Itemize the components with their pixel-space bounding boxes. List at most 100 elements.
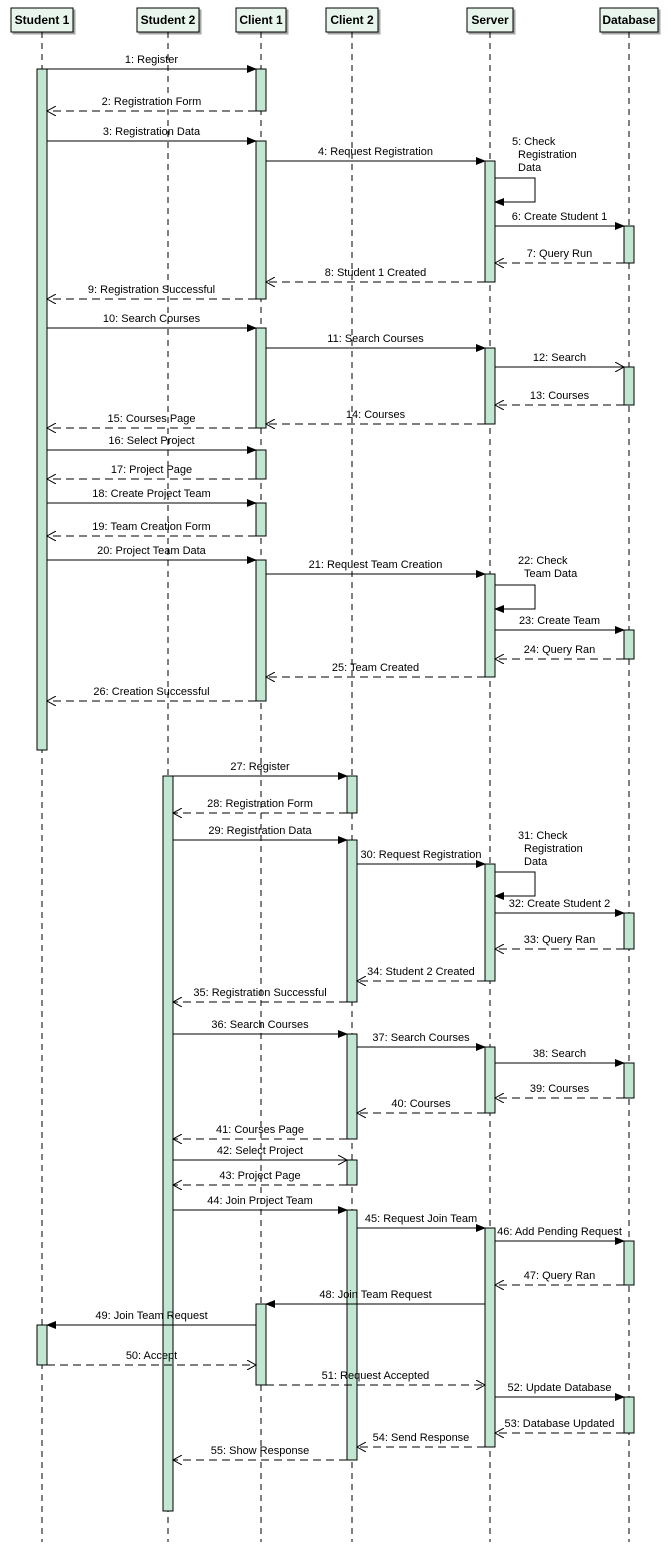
activation-bar-client1-4 [255, 449, 267, 480]
message-45: 45: Request Join Team [357, 1213, 486, 1232]
activation-bar-student1-2 [36, 1324, 48, 1366]
message-29: 29: Registration Data [173, 825, 348, 844]
message-label: 23: Create Team [519, 615, 600, 627]
activation-bar-client1-3 [255, 327, 267, 429]
message-21: 21: Request Team Creation [266, 559, 486, 578]
activation-bar-database-5 [623, 1062, 635, 1099]
message-39: 39: Courses [495, 1083, 624, 1098]
message-48: 48: Join Team Request [265, 1289, 485, 1308]
participant-server[interactable]: Server [466, 7, 514, 33]
message-44: 44: Join Project Team [173, 1195, 348, 1214]
message-33: 33: Query Ran [495, 934, 624, 949]
message-label: 15: Courses Page [107, 413, 195, 425]
message-42: 42: Select Project [173, 1145, 347, 1160]
message-label: 44: Join Project Team [207, 1195, 313, 1207]
message-7: 7: Query Run [495, 248, 624, 263]
participant-client2[interactable]: Client 2 [325, 7, 379, 33]
participant-client1[interactable]: Client 1 [235, 7, 287, 33]
message-label: 54: Send Response [373, 1432, 470, 1444]
message-54: 54: Send Response [357, 1432, 485, 1447]
message-label: 45: Request Join Team [365, 1213, 477, 1225]
message-label: 47: Query Ran [524, 1270, 596, 1282]
participant-box [136, 7, 200, 33]
message-label: 24: Query Ran [524, 644, 596, 656]
activation-bar-database-6 [623, 1240, 635, 1286]
participant-label: Student 2 [141, 13, 196, 27]
message-28: 28: Registration Form [173, 798, 347, 813]
message-label-line: 31: Check [518, 830, 568, 842]
message-label-line: 22: Check [518, 555, 568, 567]
message-label-line: 5: Check [512, 136, 556, 148]
message-label: 33: Query Ran [524, 934, 596, 946]
message-8: 8: Student 1 Created [266, 267, 485, 282]
message-label: 40: Courses [391, 1098, 451, 1110]
message-50: 50: Accept [47, 1350, 256, 1365]
message-label: 41: Courses Page [216, 1124, 304, 1136]
message-2: 2: Registration Form [47, 96, 256, 111]
message-18: 18: Create Project Team [47, 488, 257, 507]
activation-bar-client1-5 [255, 502, 267, 537]
message-25: 25: Team Created [266, 662, 485, 677]
message-label: 1: Register [125, 54, 179, 66]
message-label: 35: Registration Successful [193, 987, 326, 999]
message-label: 43: Project Page [219, 1170, 300, 1182]
message-27: 27: Register [173, 761, 348, 780]
activation-bar-server-2 [484, 347, 496, 425]
activation-bars [36, 68, 635, 1512]
activation-bar-client2-5 [346, 1209, 358, 1461]
message-26: 26: Creation Successful [47, 686, 256, 701]
message-label: 4: Request Registration [318, 146, 433, 158]
message-43: 43: Project Page [173, 1170, 347, 1185]
participant-label: Server [471, 13, 509, 27]
message-53: 53: Database Updated [495, 1418, 624, 1433]
message-label-line: Data [518, 162, 542, 174]
message-4: 4: Request Registration [266, 146, 486, 165]
message-11: 11: Search Courses [266, 333, 486, 352]
message-37: 37: Search Courses [357, 1032, 486, 1051]
message-label: 11: Search Courses [327, 333, 424, 345]
message-label: 49: Join Team Request [95, 1310, 207, 1322]
participant-box [325, 7, 379, 33]
participant-label: Student 1 [15, 13, 70, 27]
participant-student1[interactable]: Student 1 [10, 7, 74, 33]
message-32: 32: Create Student 2 [495, 898, 625, 917]
activation-bar-client1-7 [255, 1303, 267, 1386]
message-3: 3: Registration Data [47, 126, 257, 145]
activation-bar-client2-1 [346, 775, 358, 814]
message-label-line: Data [524, 856, 548, 868]
activation-bar-server-3 [484, 573, 496, 678]
activation-bar-database-1 [623, 225, 635, 264]
activation-bar-client1-6 [255, 559, 267, 702]
message-15: 15: Courses Page [47, 413, 256, 428]
self-call-arrow [494, 584, 536, 613]
participant-database[interactable]: Database [599, 7, 659, 33]
message-label: 14: Courses [346, 409, 406, 421]
message-label: 7: Query Run [527, 248, 592, 260]
participant-student2[interactable]: Student 2 [136, 7, 200, 33]
activation-bar-client1-1 [255, 68, 267, 112]
message-label: 34: Student 2 Created [367, 966, 475, 978]
message-label: 19: Team Creation Form [92, 521, 210, 533]
message-label: 53: Database Updated [504, 1418, 614, 1430]
self-call-arrow [494, 871, 536, 900]
message-label: 16: Select Project [108, 435, 194, 447]
participant-box [466, 7, 514, 33]
message-6: 6: Create Student 1 [495, 211, 625, 230]
message-1: 1: Register [47, 54, 257, 73]
message-label: 17: Project Page [111, 464, 192, 476]
message-label: 32: Create Student 2 [509, 898, 611, 910]
activation-bar-database-7 [623, 1396, 635, 1434]
message-label: 37: Search Courses [372, 1032, 470, 1044]
message-47: 47: Query Ran [495, 1270, 624, 1285]
message-13: 13: Courses [495, 390, 624, 405]
activation-bar-client1-2 [255, 140, 267, 300]
message-label: 26: Creation Successful [93, 686, 209, 698]
message-46: 46: Add Pending Request [495, 1226, 625, 1245]
message-38: 38: Search [495, 1048, 625, 1067]
activation-bar-server-5 [484, 1046, 496, 1114]
message-35: 35: Registration Successful [173, 987, 347, 1002]
message-label: 52: Update Database [508, 1382, 612, 1394]
